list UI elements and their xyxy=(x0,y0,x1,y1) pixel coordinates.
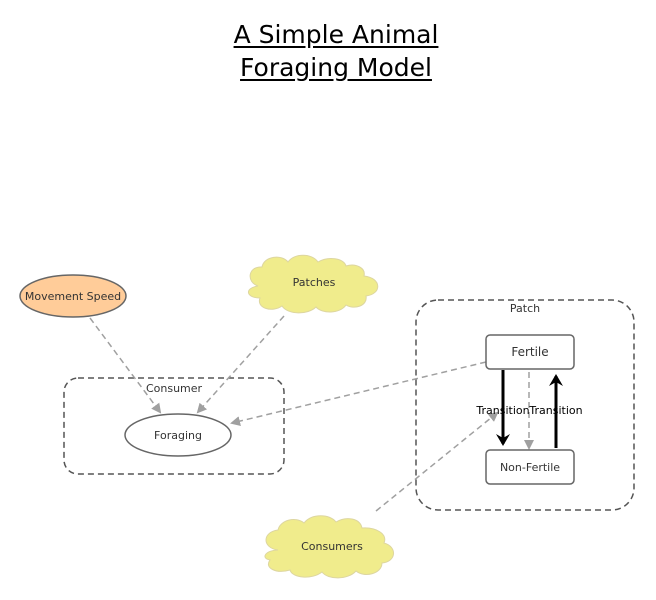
link-patches-to-foraging xyxy=(196,315,285,414)
link-movement-to-foraging xyxy=(89,317,162,414)
patches-node[interactable] xyxy=(248,254,379,314)
foraging-node[interactable] xyxy=(124,413,232,457)
link-fertile-to-foraging xyxy=(230,361,487,426)
consumers-label: Consumers xyxy=(301,540,363,553)
transition-up-label: Transition xyxy=(528,404,582,417)
patches-label: Patches xyxy=(293,276,336,289)
foraging-label: Foraging xyxy=(154,429,202,442)
transition-down-label: Transition xyxy=(475,404,529,417)
consumer-agent-box[interactable] xyxy=(63,377,285,475)
title-line-1: A Simple Animal xyxy=(233,20,439,49)
movement-speed-node[interactable] xyxy=(19,274,127,318)
non-fertile-label: Non-Fertile xyxy=(500,461,560,474)
link-consumers-to-transition xyxy=(375,411,499,512)
patch-agent-box[interactable] xyxy=(415,299,635,511)
consumer-agent-label: Consumer xyxy=(146,382,203,395)
fertile-label: Fertile xyxy=(511,345,548,359)
title-line-2: Foraging Model xyxy=(240,53,432,82)
fertile-state[interactable] xyxy=(485,334,575,370)
patch-agent-label: Patch xyxy=(510,302,540,315)
diagram-title: A Simple Animal Foraging Model xyxy=(0,18,656,84)
non-fertile-state[interactable] xyxy=(485,449,575,485)
consumers-node[interactable] xyxy=(264,515,394,579)
movement-speed-label: Movement Speed xyxy=(25,290,121,303)
